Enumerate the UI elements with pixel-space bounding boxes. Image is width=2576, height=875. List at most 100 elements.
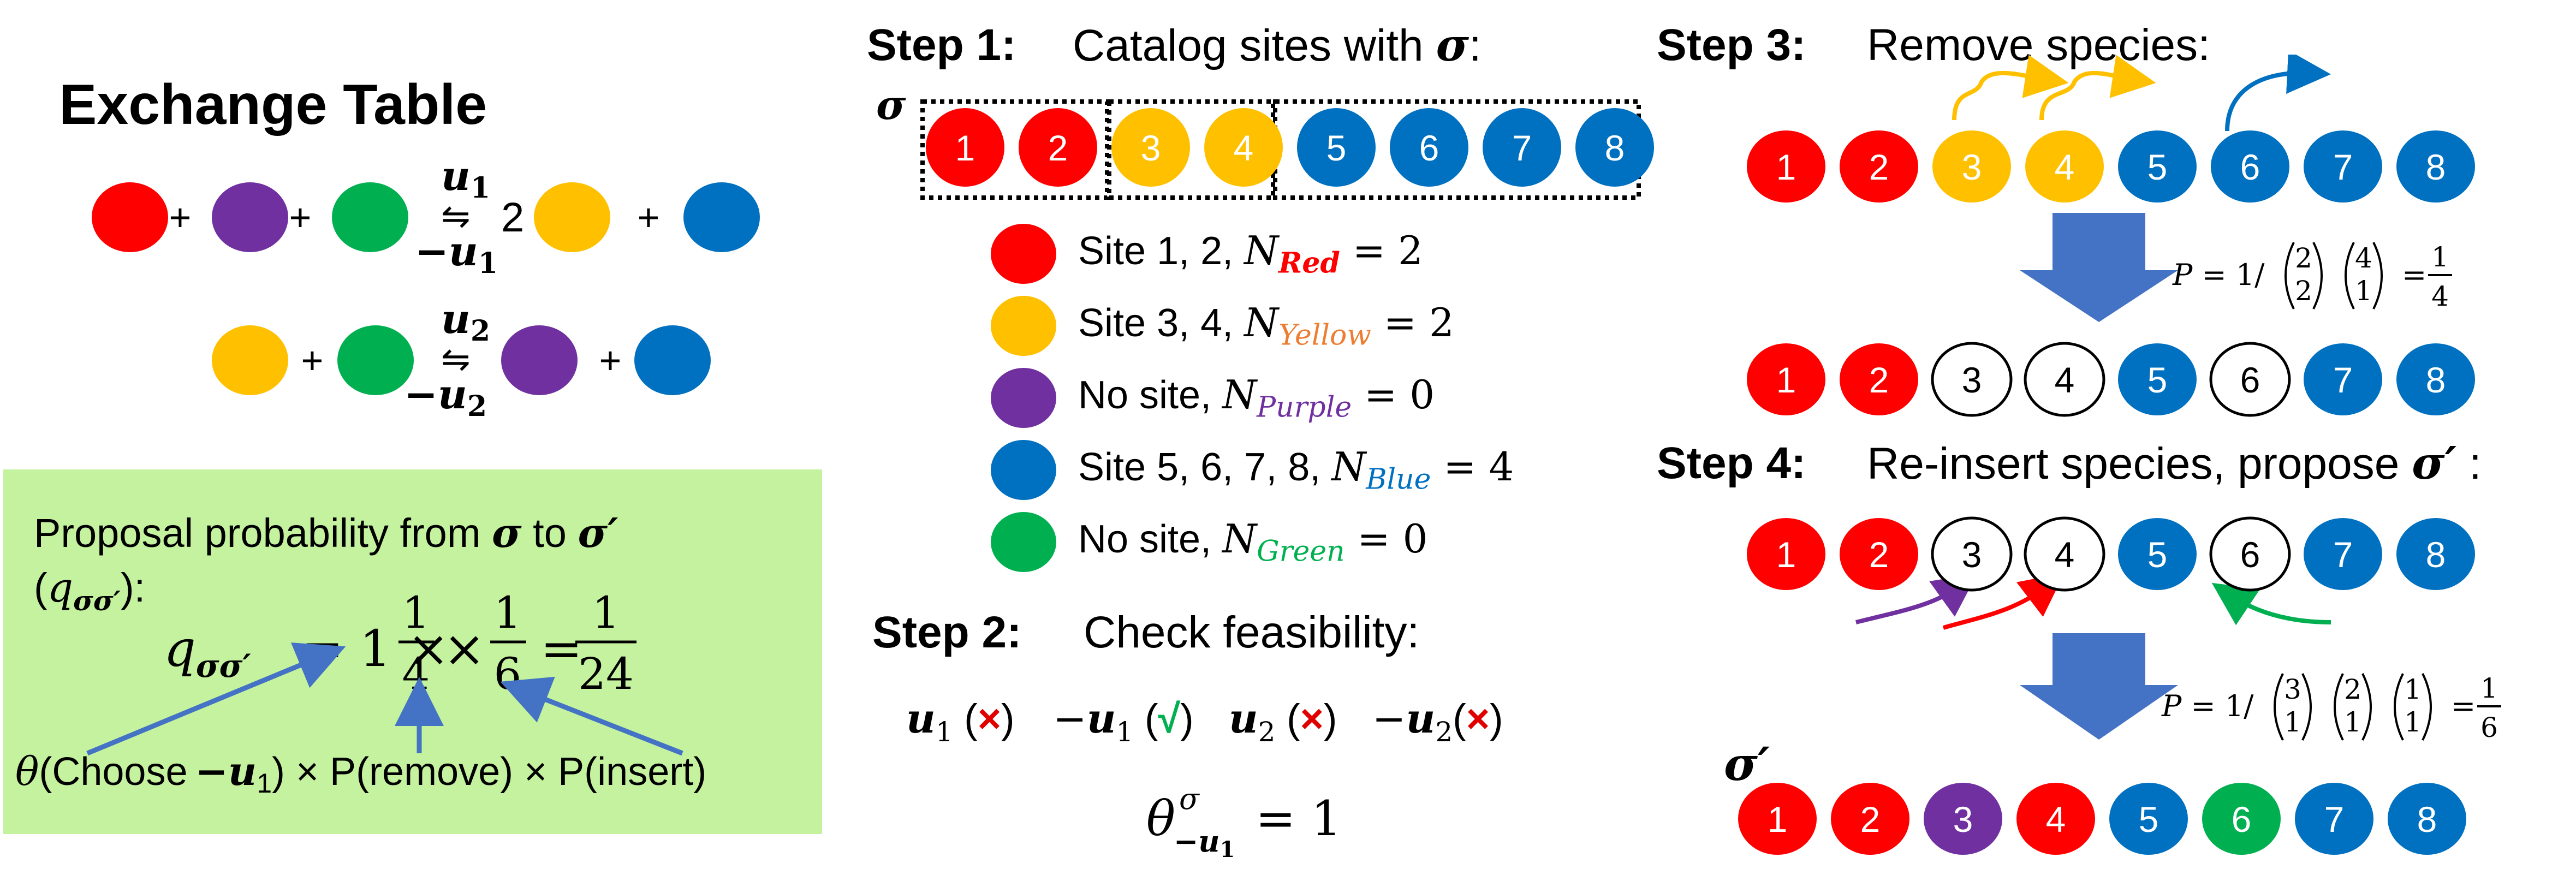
step3-before-site-3: 3	[1932, 130, 2011, 203]
step4-site-8: 8	[2396, 518, 2475, 590]
svg-text:2: 2	[2344, 674, 2361, 705]
step1-site-1: 1	[926, 108, 1004, 187]
rxn2-reverse: −u2	[404, 371, 487, 423]
site-number: 2	[1869, 534, 1889, 575]
step4-site-3: 3	[1931, 516, 2013, 592]
svg-text:=: =	[2451, 689, 2476, 723]
legend-text: Site 1, 2, NRed = 2	[1078, 228, 1423, 280]
svg-text:1: 1	[2480, 672, 2498, 704]
svg-text:=: =	[2402, 258, 2426, 292]
site-number: 1	[1768, 799, 1788, 840]
feasibility-checks: u1 (×)−u1 (√)u2 (×)−u2(×)	[906, 699, 1538, 746]
final-sigma-prime: σ′	[1724, 737, 1770, 791]
site-number: 4	[2055, 147, 2075, 187]
svg-text:6: 6	[2480, 712, 2498, 743]
species-red	[92, 182, 168, 252]
site-number: 5	[2147, 147, 2168, 187]
step3-after-site-4: 4	[2024, 342, 2105, 417]
arrow-insert	[500, 676, 683, 756]
plus-sign: +	[289, 196, 312, 239]
site-number: 1	[1776, 360, 1796, 400]
plus-sign: +	[301, 339, 324, 382]
site-number: 3	[1953, 799, 1973, 840]
site-number: 6	[2240, 360, 2260, 400]
svg-text:σ: σ	[1179, 782, 1200, 816]
step3-after-site-8: 8	[2396, 343, 2475, 415]
site-number: 6	[1419, 128, 1439, 168]
rxn1-forward: u1	[441, 153, 490, 205]
insert-arrow-purple	[1855, 579, 1978, 624]
species-blue	[683, 182, 760, 252]
svg-text:= 1: = 1	[1256, 790, 1342, 847]
plus-sign: +	[638, 196, 660, 239]
svg-text:−u1: −u1	[1174, 824, 1235, 862]
cross-mark: ×	[1300, 696, 1324, 741]
species-purple	[501, 325, 578, 395]
proposal-line2: (qσσ′):	[34, 564, 146, 617]
species-purple	[212, 182, 288, 252]
feasibility-item: u1 (×)	[906, 695, 1015, 748]
legend-row-yellow: Site 3, 4, NYellow = 2	[991, 293, 1454, 359]
step1-site-2: 2	[1019, 108, 1097, 187]
cross-mark: ×	[1466, 696, 1490, 741]
svg-text:1: 1	[2431, 241, 2449, 273]
step3-before-site-4: 4	[2025, 130, 2104, 203]
species-green	[337, 325, 414, 395]
site-number: 5	[2139, 799, 2159, 840]
frac1-num: 1	[402, 590, 430, 638]
site-number: 8	[2426, 147, 2446, 187]
site-number: 2	[1869, 147, 1889, 187]
insert-arrow-green	[2211, 582, 2331, 626]
step4-site-2: 2	[1840, 518, 1918, 590]
site-number: 4	[2046, 799, 2066, 840]
step3-after-site-1: 1	[1747, 343, 1825, 415]
plus-sign: +	[169, 196, 192, 239]
legend-row-purple: No site, NPurple = 0	[991, 365, 1435, 431]
svg-text:1: 1	[2284, 706, 2301, 738]
down-arrow	[2020, 213, 2178, 322]
step4-site-1: 1	[1747, 518, 1825, 590]
site-number: 7	[1512, 128, 1532, 168]
site-number: 3	[1141, 128, 1161, 168]
step1-site-8: 8	[1575, 108, 1654, 187]
svg-text:2: 2	[2295, 242, 2312, 274]
step4-diagram	[1855, 579, 2331, 740]
step4-site-6: 6	[2209, 516, 2291, 592]
equilibrium-arrows: ⇋	[441, 340, 471, 380]
step3-before-site-6: 6	[2211, 130, 2289, 203]
step3-before-site-7: 7	[2304, 130, 2382, 203]
legend-row-red: Site 1, 2, NRed = 2	[991, 221, 1423, 287]
legend-dot-blue	[991, 440, 1056, 500]
check-mark: √	[1158, 696, 1181, 741]
step3-after-site-5: 5	[2118, 343, 2197, 415]
insert-arrow-red	[1942, 579, 2065, 630]
site-number: 2	[1048, 128, 1068, 168]
plus-sign: +	[599, 339, 622, 382]
legend-text: No site, NGreen = 0	[1078, 516, 1428, 568]
step3-before-site-2: 2	[1840, 130, 1918, 203]
site-number: 4	[2055, 534, 2075, 575]
site-number: 1	[1776, 534, 1796, 575]
site-number: 5	[2147, 360, 2168, 400]
frac2-num: 1	[494, 590, 522, 638]
frac3-num: 1	[592, 590, 620, 638]
step3-after-site-2: 2	[1840, 343, 1918, 415]
final-site-3: 3	[1924, 783, 2002, 855]
step4-site-7: 7	[2304, 518, 2382, 590]
step1-site-3: 3	[1111, 108, 1190, 187]
step1-site-4: 4	[1204, 108, 1283, 187]
step1-sigma-label: σ	[876, 82, 906, 129]
species-green	[332, 182, 408, 252]
species-blue	[634, 325, 711, 395]
final-site-2: 2	[1831, 783, 1909, 855]
site-number: 8	[2426, 360, 2446, 400]
site-number: 7	[2333, 534, 2353, 575]
site-number: 3	[1962, 147, 1982, 187]
legend-dot-green	[991, 512, 1056, 572]
frac3-den: 24	[578, 648, 634, 699]
site-number: 4	[2055, 360, 2075, 400]
site-number: 8	[1605, 128, 1625, 168]
feasibility-item: u2 (×)	[1228, 695, 1337, 748]
